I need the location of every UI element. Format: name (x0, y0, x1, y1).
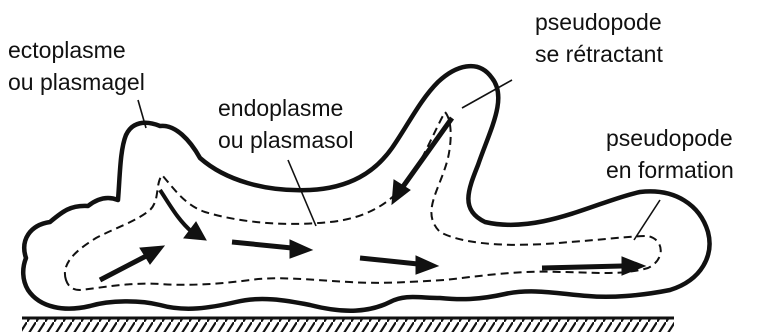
flow-arrow-left (100, 246, 164, 280)
label-pseudopode-formation: pseudopode (606, 125, 733, 151)
leader-endoplasme (288, 160, 316, 226)
label-endoplasme-sub: ou plasmasol (218, 127, 354, 153)
endoplasm-boundary (65, 112, 661, 290)
label-ectoplasme-sub: ou plasmagel (8, 69, 145, 95)
flow-arrow-center-right (360, 256, 438, 274)
label-pseudopode-formation-sub: en formation (606, 157, 734, 183)
leader-retractant (462, 80, 512, 108)
label-endoplasme: endoplasme (218, 95, 343, 121)
substrate (22, 318, 674, 332)
label-pseudopode-retractant-sub: se rétractant (535, 41, 663, 67)
cell-outline (23, 66, 709, 311)
leader-formation (634, 200, 660, 240)
labels: ectoplasme ou plasmagel endoplasme ou pl… (8, 9, 734, 183)
label-pseudopode-retractant: pseudopode (535, 9, 662, 35)
cytoplasm-flow-arrows (100, 118, 645, 280)
label-ectoplasme: ectoplasme (8, 37, 126, 63)
flow-arrow-middle (232, 240, 312, 258)
